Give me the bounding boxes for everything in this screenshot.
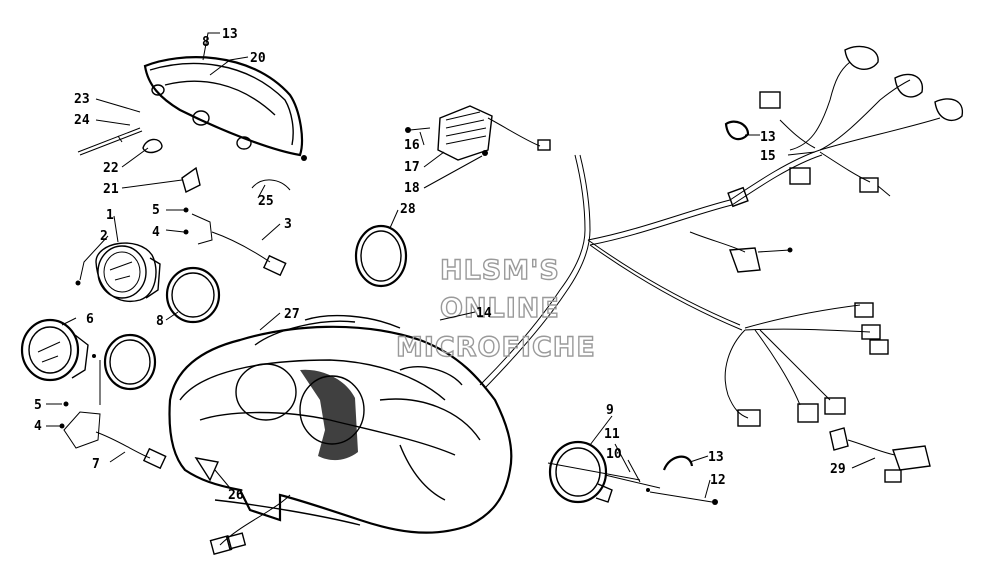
callout-4-top: 4 [152, 225, 160, 240]
taillight-assembly [547, 440, 718, 505]
headlight-clip [181, 166, 201, 194]
callout-3: 3 [284, 217, 292, 232]
upper-sub-harness [724, 45, 964, 197]
svg-text:ONLINE: ONLINE [440, 293, 560, 324]
callout-26: 26 [228, 488, 244, 503]
svg-text:MICROFICHE: MICROFICHE [396, 332, 596, 363]
gauge-speedometer [75, 242, 161, 302]
callout-7: 7 [92, 457, 100, 472]
callout-14: 14 [476, 306, 492, 321]
callout-2: 2 [100, 229, 108, 244]
callout-27: 27 [284, 307, 300, 322]
callout-24: 24 [74, 113, 90, 128]
callout-10: 10 [606, 447, 622, 462]
watermark: HLSM'S ONLINE MICROFICHE [395, 254, 596, 363]
callout-17: 17 [404, 160, 420, 175]
callout-23: 23 [74, 92, 90, 107]
gauge-ring-2 [103, 333, 157, 391]
callout-29: 29 [830, 462, 846, 477]
dash-panel [168, 314, 513, 534]
callout-15: 15 [760, 149, 776, 164]
gauge-gasket-ring [354, 224, 408, 288]
gauge-ring-1 [165, 266, 221, 324]
dash-harness [209, 494, 291, 555]
callout-5-bottom: 5 [34, 398, 42, 413]
callout-22: 22 [103, 161, 119, 176]
callout-11: 11 [604, 427, 620, 442]
gauge-tachometer [20, 318, 96, 382]
headlight-housing [143, 56, 307, 161]
callout-4-bottom: 4 [34, 419, 42, 434]
adjust-screw [77, 127, 143, 156]
lower-sub-harness [724, 302, 889, 427]
callout-labels: 13 20 23 24 22 21 25 5 4 1 2 3 6 8 5 4 7… [34, 27, 846, 503]
callout-13-top: 13 [222, 27, 238, 42]
callout-5-top: 5 [152, 203, 160, 218]
svg-text:HLSM'S: HLSM'S [440, 255, 560, 286]
callout-18: 18 [404, 181, 420, 196]
bulb-socket-harness-7 [59, 401, 167, 470]
bulb-socket-harness-3 [183, 207, 287, 277]
callout-20: 20 [250, 51, 266, 66]
callout-8-bottom: 8 [202, 35, 210, 50]
callout-9: 9 [606, 403, 614, 418]
headlight-bulb [142, 138, 163, 154]
callout-16: 16 [404, 138, 420, 153]
callout-21: 21 [103, 182, 119, 197]
main-wiring-harness [479, 149, 823, 389]
extension-harness [829, 427, 931, 483]
bulb-wire [251, 179, 291, 191]
voltage-regulator [405, 105, 551, 161]
callout-12: 12 [710, 473, 726, 488]
callout-13-right: 13 [760, 130, 776, 145]
leader-lines [46, 32, 876, 499]
callout-25: 25 [258, 194, 274, 209]
callout-6: 6 [86, 312, 94, 327]
callout-13-bottom: 13 [708, 450, 724, 465]
callout-28: 28 [400, 202, 416, 217]
callout-1: 1 [106, 208, 114, 223]
callout-8-top: 8 [156, 314, 164, 329]
